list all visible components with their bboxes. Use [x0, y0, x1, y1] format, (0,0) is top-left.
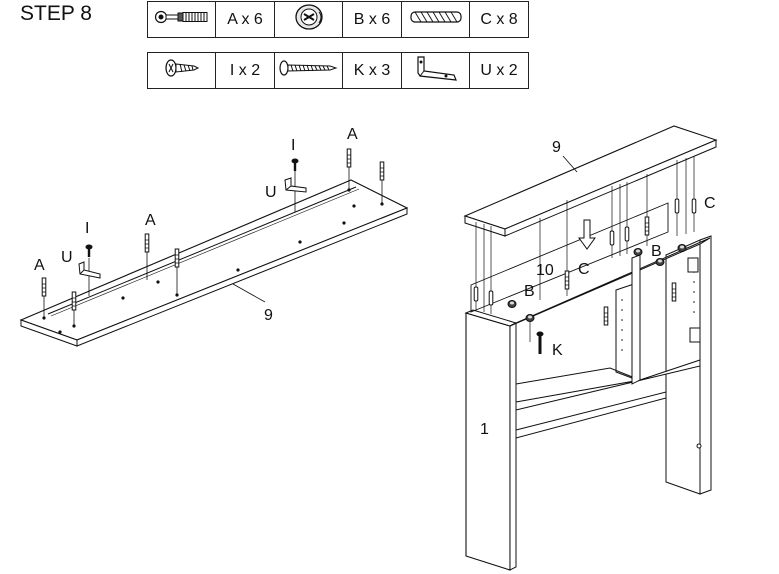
step-title: STEP 8	[20, 2, 92, 25]
bracket-u-right	[284, 177, 307, 193]
screw-i-right	[291, 158, 299, 171]
callout-i-right: I	[291, 137, 295, 154]
callout-c-front: C	[578, 261, 590, 278]
right-side-panel	[699, 235, 712, 495]
callout-k: K	[552, 342, 563, 359]
part-a-quantity: A x 6	[215, 1, 275, 38]
callout-c-right: C	[704, 195, 716, 212]
side-panel-1-number: 1	[480, 421, 489, 438]
left-view: A U I A I U A 9	[19, 126, 409, 347]
top-panel-9	[463, 125, 718, 230]
callout-a-right: A	[347, 126, 358, 143]
part-i-quantity: I x 2	[215, 52, 275, 89]
screw-k	[536, 331, 544, 354]
parts-table-row-2: I x 2 K x 3 U x 2	[147, 52, 529, 89]
panel-9-side-edge	[76, 207, 408, 347]
callout-i-left: I	[85, 220, 89, 237]
rail-10-number: 10	[536, 262, 554, 279]
panel-9-top-face	[19, 179, 409, 341]
wood-dowel-icon	[401, 1, 470, 38]
callout-b-right: B	[651, 243, 662, 260]
callout-u-left: U	[61, 249, 73, 266]
bracket-u-left	[78, 261, 101, 279]
panel-9-number-left: 9	[264, 307, 273, 324]
panel-9-groove	[47, 186, 357, 315]
parts-table-row-1: A x 6 B x 6 C x 8	[147, 1, 529, 38]
divider-panel	[631, 254, 641, 385]
side-panel-1	[465, 312, 511, 571]
down-arrow-icon	[578, 219, 596, 250]
screw-i-left	[85, 244, 93, 257]
cam-bolt-icon	[147, 1, 216, 38]
callout-a-middle: A	[145, 212, 156, 229]
lower-shelf	[515, 359, 701, 411]
rail-10	[470, 202, 669, 313]
top-panel-9-number: 9	[552, 139, 561, 156]
callout-u-right: U	[265, 184, 277, 201]
right-view: 9 10 1 C C B B K	[463, 125, 718, 571]
part-c-quantity: C x 8	[469, 1, 529, 38]
long-screw-icon	[274, 52, 343, 89]
short-screw-icon	[147, 52, 216, 89]
callout-b-left: B	[524, 283, 535, 300]
angle-bracket-icon	[401, 52, 470, 89]
part-u-quantity: U x 2	[469, 52, 529, 89]
callout-a-left: A	[34, 257, 45, 274]
